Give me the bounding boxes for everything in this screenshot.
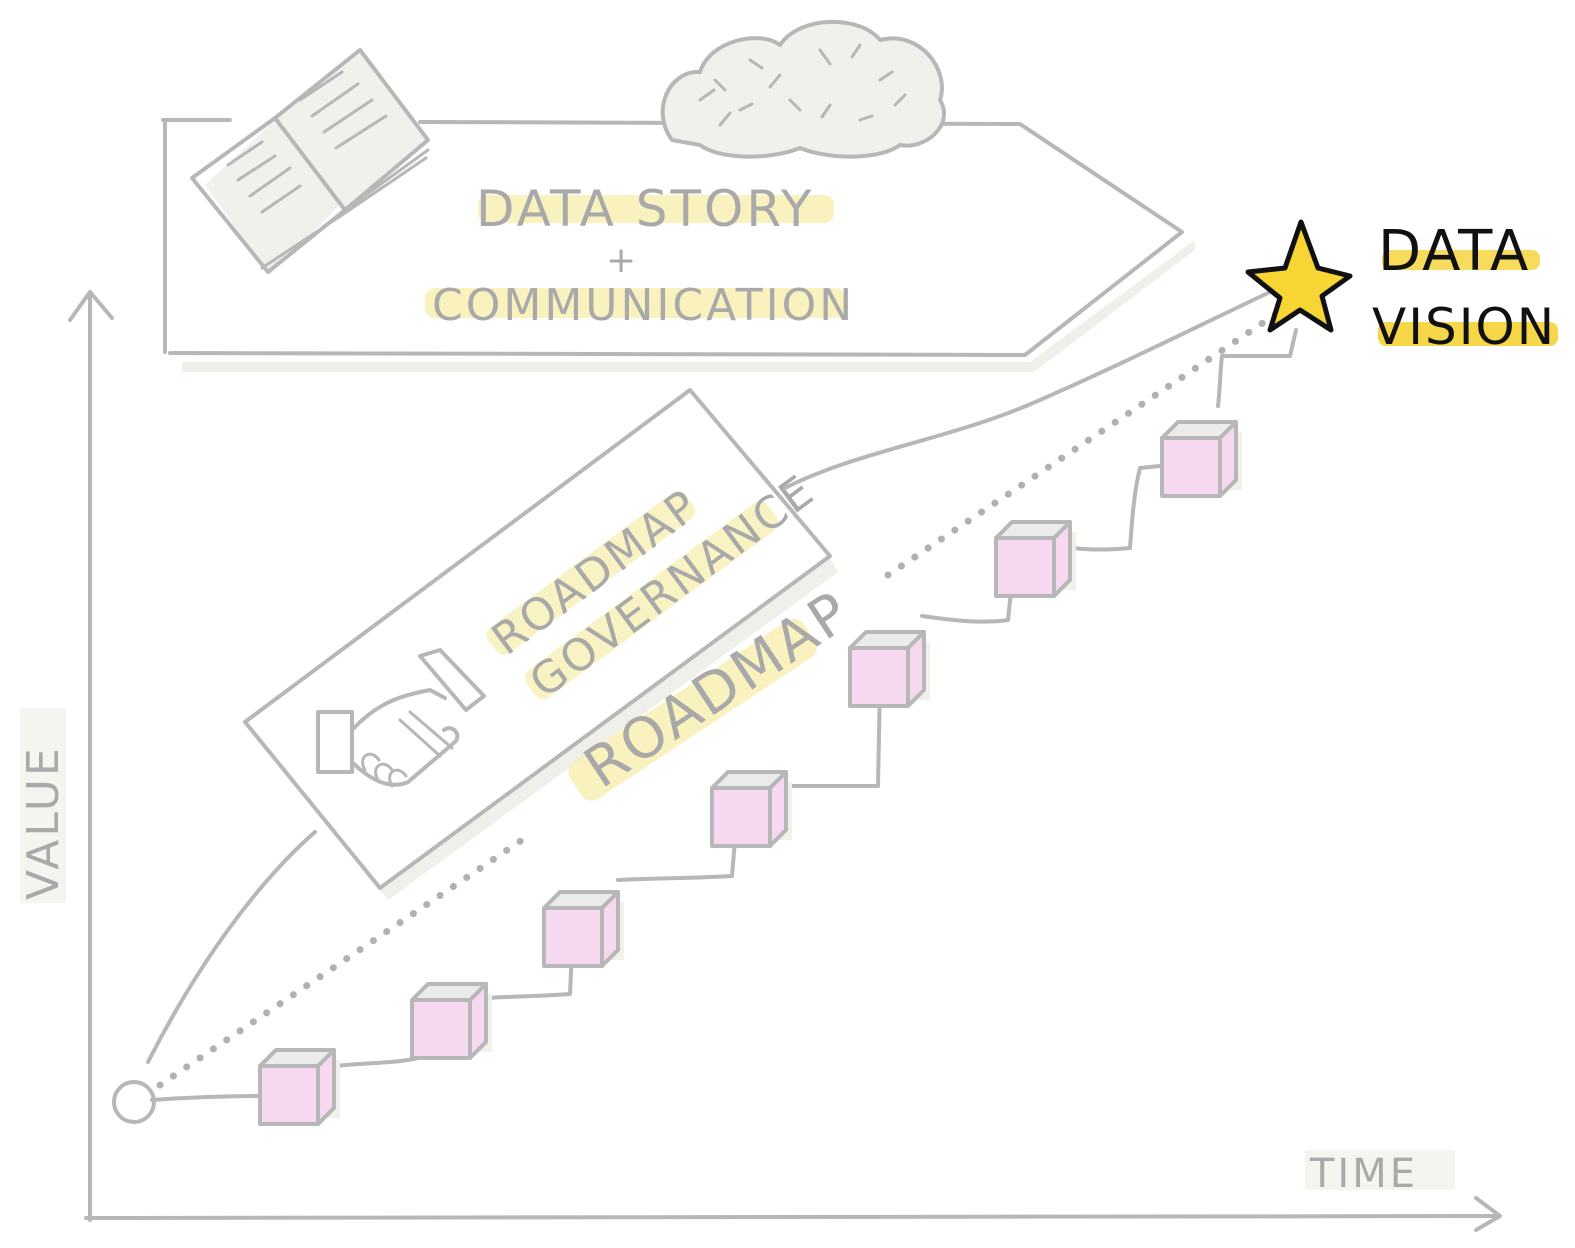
star-icon <box>1245 219 1353 333</box>
governance-highlight-2 <box>524 501 779 700</box>
axes: VALUE TIME <box>18 290 1502 1232</box>
y-axis-label-highlight <box>20 708 66 903</box>
y-axis-arrowhead <box>68 290 114 322</box>
value-curve <box>146 290 1272 1064</box>
banner-plus: + <box>606 240 639 281</box>
x-axis-label-highlight <box>1305 1150 1455 1190</box>
open-book-icon <box>190 48 430 275</box>
x-axis-arrowhead <box>1474 1196 1502 1232</box>
banner-highlight-2 <box>425 288 845 318</box>
governance-outline <box>243 388 832 890</box>
x-axis-line <box>84 1214 1500 1220</box>
roadmap-steps <box>258 420 1242 1126</box>
banner-highlight-1 <box>478 195 834 223</box>
roadmap-step-cube <box>258 1048 340 1126</box>
handshake-icon <box>316 648 486 788</box>
roadmap-step-cube <box>994 520 1076 598</box>
vision-goal: DATA VISION <box>1245 219 1558 356</box>
step-path <box>150 328 1298 1102</box>
roadmap-step-cube <box>1160 420 1242 498</box>
dotted-trend-line <box>156 304 1289 1089</box>
roadmap-step-cube <box>542 890 624 968</box>
governance-highlight-1 <box>486 491 695 655</box>
vision-highlight-2 <box>1378 322 1558 346</box>
roadmap-step-cube <box>410 982 492 1060</box>
vision-highlight-1 <box>1382 250 1540 270</box>
roadmap-highlight <box>568 618 817 801</box>
banner-subtitle: COMMUNICATION <box>432 280 855 331</box>
roadmap-step-cube <box>848 630 930 708</box>
story-banner: DATA STORY + COMMUNICATION <box>161 19 1195 372</box>
brain-icon <box>660 19 946 159</box>
roadmap-step-cube <box>710 770 792 848</box>
vision-line2: VISION <box>1372 298 1556 356</box>
y-axis-label: VALUE <box>18 745 69 900</box>
origin-circle <box>112 1080 156 1124</box>
vision-line1: DATA <box>1378 219 1530 284</box>
governance-shadow <box>380 558 838 900</box>
banner-title: DATA STORY <box>476 180 814 238</box>
x-axis-label: TIME <box>1309 1151 1418 1197</box>
